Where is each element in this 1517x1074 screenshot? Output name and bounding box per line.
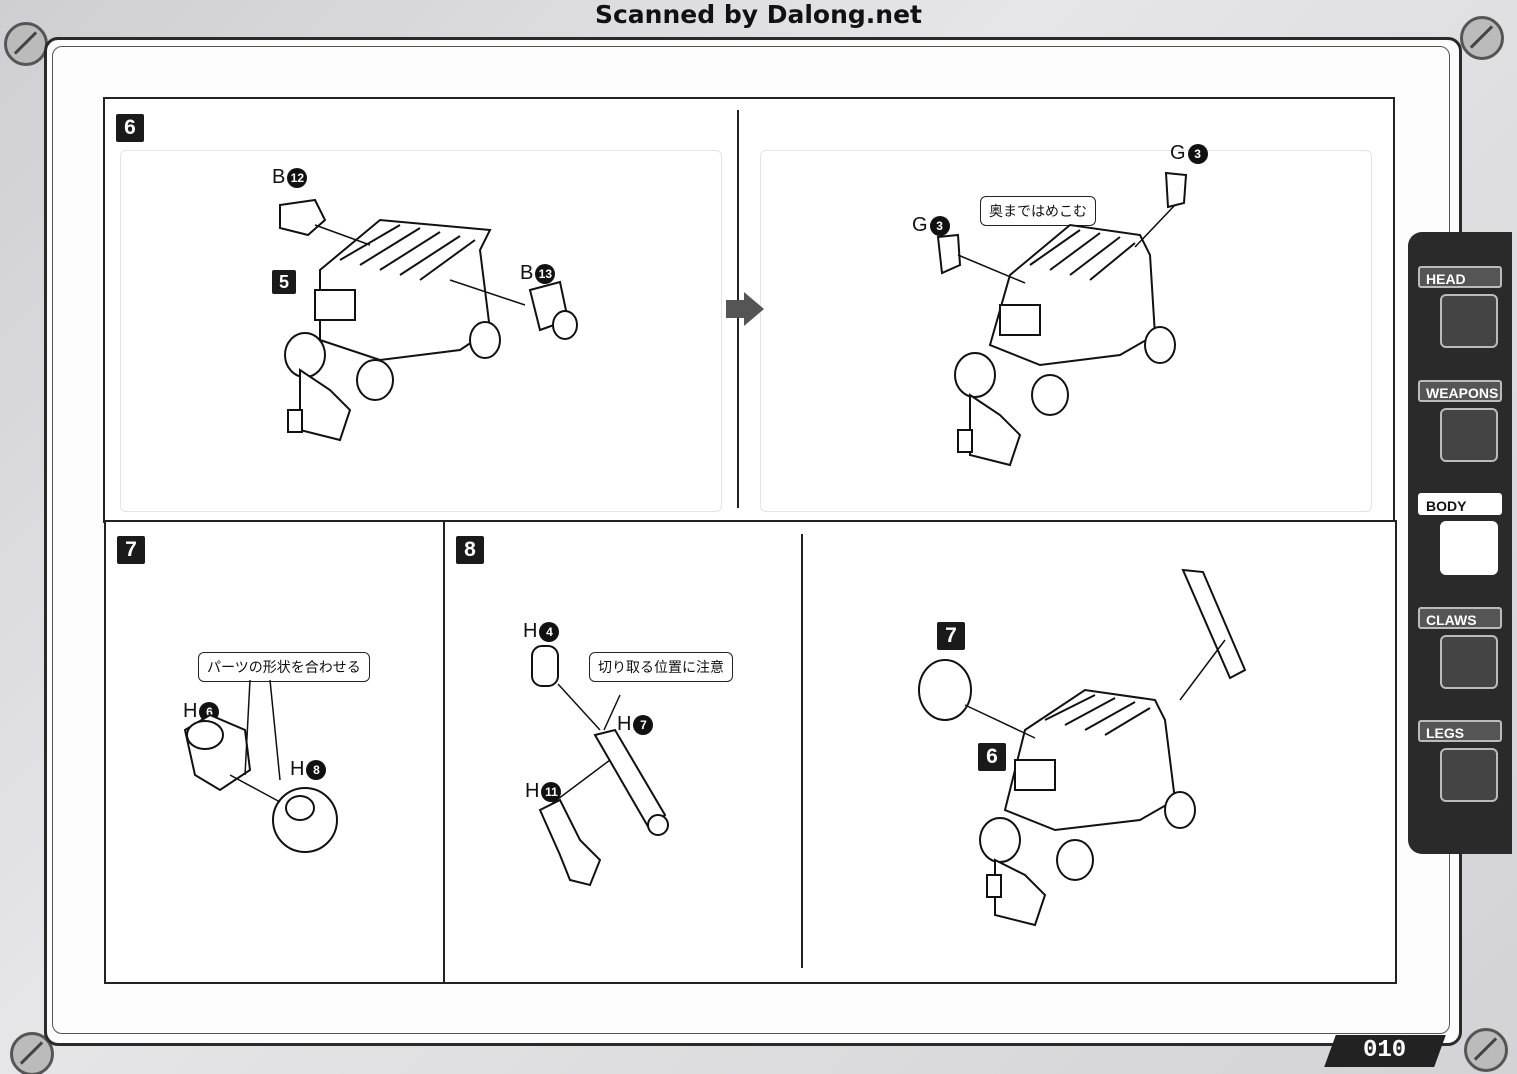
body-assembly-illustration bbox=[279, 198, 578, 442]
part-number-badge: 4 bbox=[539, 621, 560, 642]
step-6-number: 6 bbox=[116, 114, 144, 142]
part-letter: H bbox=[290, 758, 305, 780]
part-label-h11: H 11 bbox=[525, 780, 562, 803]
corner-bolt-icon bbox=[1464, 1028, 1508, 1072]
part-label-h8: H 8 bbox=[290, 758, 327, 781]
body-icon bbox=[1440, 521, 1498, 575]
tab-weapons-label: WEAPONS bbox=[1418, 380, 1502, 402]
part-number-badge: 3 bbox=[929, 215, 950, 236]
sub-assembly-7-badge: 7 bbox=[937, 622, 965, 650]
step-8-divider bbox=[801, 534, 803, 968]
weapons-icon bbox=[1440, 408, 1498, 462]
part-number-badge: 12 bbox=[287, 167, 308, 188]
step-7-number: 7 bbox=[117, 536, 145, 564]
scan-watermark: Scanned by Dalong.net bbox=[594, 0, 922, 29]
callout-press-fully: 奥まではめこむ bbox=[980, 196, 1096, 226]
part-label-h7: H 7 bbox=[617, 713, 654, 736]
tab-body-label: BODY bbox=[1418, 493, 1502, 515]
step-8-panel bbox=[443, 520, 1397, 984]
step-8-number: 8 bbox=[456, 536, 484, 564]
sub-assembly-5-badge: 5 bbox=[272, 270, 296, 294]
part-label-h4: H 4 bbox=[523, 620, 560, 643]
part-number-badge: 11 bbox=[541, 781, 562, 802]
part-letter: H bbox=[523, 620, 538, 642]
corner-bolt-icon bbox=[4, 22, 48, 66]
background-ghost bbox=[120, 150, 722, 512]
body-assembly-complete-illustration bbox=[936, 171, 1188, 467]
tab-legs-label: LEGS bbox=[1418, 720, 1502, 742]
part-letter: G bbox=[1170, 142, 1186, 164]
barrel-parts-illustration bbox=[531, 645, 669, 887]
step-7-panel bbox=[104, 520, 446, 984]
background-ghost bbox=[760, 150, 1372, 512]
part-number-badge: 3 bbox=[1187, 143, 1208, 164]
final-body-assembly-illustration bbox=[918, 568, 1247, 927]
corner-bolt-icon bbox=[1460, 16, 1504, 60]
tab-claws-label: CLAWS bbox=[1418, 607, 1502, 629]
part-letter: H bbox=[525, 780, 540, 802]
legs-icon bbox=[1440, 748, 1498, 802]
part-number-badge: 8 bbox=[306, 759, 327, 780]
page-number: 010 bbox=[1324, 1035, 1446, 1067]
part-letter: H bbox=[183, 700, 198, 722]
callout-match-shape: パーツの形状を合わせる bbox=[198, 652, 370, 682]
part-letter: B bbox=[272, 166, 286, 188]
tab-head-label: HEAD bbox=[1418, 266, 1502, 288]
page-number-text: 010 bbox=[1363, 1037, 1407, 1064]
joint-parts-illustration bbox=[183, 679, 338, 853]
head-icon bbox=[1440, 294, 1498, 348]
sub-assembly-6-badge: 6 bbox=[978, 743, 1006, 771]
part-letter: H bbox=[617, 713, 632, 735]
part-letter: B bbox=[520, 262, 534, 284]
arrow-right-icon bbox=[726, 292, 764, 326]
part-label-g3-top: G 3 bbox=[1170, 142, 1208, 165]
part-label-b13: B 13 bbox=[520, 262, 556, 285]
claws-icon bbox=[1440, 635, 1498, 689]
part-number-badge: 7 bbox=[633, 714, 654, 735]
part-number-badge: 13 bbox=[535, 263, 556, 284]
part-label-g3-left: G 3 bbox=[912, 214, 950, 237]
part-letter: G bbox=[912, 214, 928, 236]
part-label-b12: B 12 bbox=[272, 166, 308, 189]
callout-cut-position: 切り取る位置に注意 bbox=[589, 652, 733, 682]
